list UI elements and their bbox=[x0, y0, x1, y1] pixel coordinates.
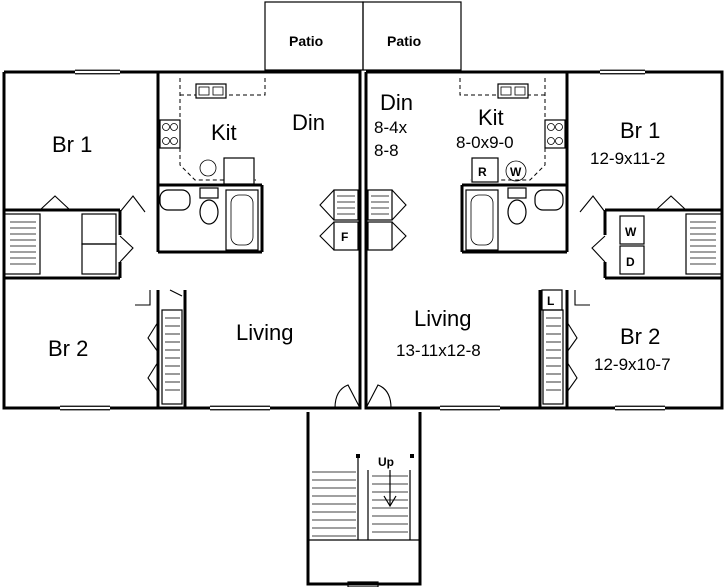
right-kit-label: Kit bbox=[478, 105, 504, 130]
right-living-label: Living bbox=[414, 306, 471, 331]
patio-right bbox=[362, 1, 462, 71]
right-kitchen bbox=[459, 78, 566, 183]
furnace-label: F bbox=[341, 230, 348, 244]
right-br2-closet bbox=[541, 289, 578, 405]
left-bath bbox=[159, 187, 259, 251]
entry-doors bbox=[334, 384, 392, 409]
left-br1-label: Br 1 bbox=[52, 132, 92, 157]
washer-kit-label: W bbox=[510, 165, 522, 179]
left-kitchen bbox=[159, 78, 266, 185]
left-hall-doors bbox=[119, 235, 151, 306]
linen-label: L bbox=[547, 294, 554, 308]
right-din-dim-1: 8-4x bbox=[374, 118, 408, 137]
left-living-label: Living bbox=[236, 320, 293, 345]
dryer-label: D bbox=[626, 255, 635, 269]
right-br2-dim: 12-9x10-7 bbox=[594, 355, 671, 374]
right-kit-dim: 8-0x9-0 bbox=[456, 133, 514, 152]
stair bbox=[306, 412, 422, 587]
range-label: R bbox=[478, 165, 487, 179]
left-din-label: Din bbox=[292, 110, 325, 135]
left-br1-closet bbox=[3, 213, 117, 275]
right-din-label: Din bbox=[380, 90, 413, 115]
center-closets bbox=[319, 189, 407, 251]
left-kit-label: Kit bbox=[211, 120, 237, 145]
left-unit-walls bbox=[4, 72, 264, 408]
right-br1-closet bbox=[619, 213, 723, 275]
right-living-dim: 13-11x12-8 bbox=[396, 341, 481, 360]
left-br2-label: Br 2 bbox=[48, 336, 88, 361]
right-bath bbox=[465, 187, 564, 251]
left-br2-closet bbox=[147, 289, 183, 405]
patio-right-label: Patio bbox=[387, 33, 421, 49]
right-unit-walls bbox=[460, 72, 722, 408]
patio-left-label: Patio bbox=[289, 33, 323, 49]
left-br1-door bbox=[39, 195, 146, 213]
right-br1-door bbox=[579, 195, 687, 213]
right-br1-label: Br 1 bbox=[620, 118, 660, 143]
right-br2-label: Br 2 bbox=[620, 324, 660, 349]
right-hall-doors bbox=[574, 235, 606, 306]
right-br1-dim: 12-9x11-2 bbox=[590, 149, 665, 168]
washer-label: W bbox=[625, 225, 637, 239]
right-din-dim-2: 8-8 bbox=[374, 141, 399, 160]
stair-up-label: Up bbox=[378, 455, 394, 469]
